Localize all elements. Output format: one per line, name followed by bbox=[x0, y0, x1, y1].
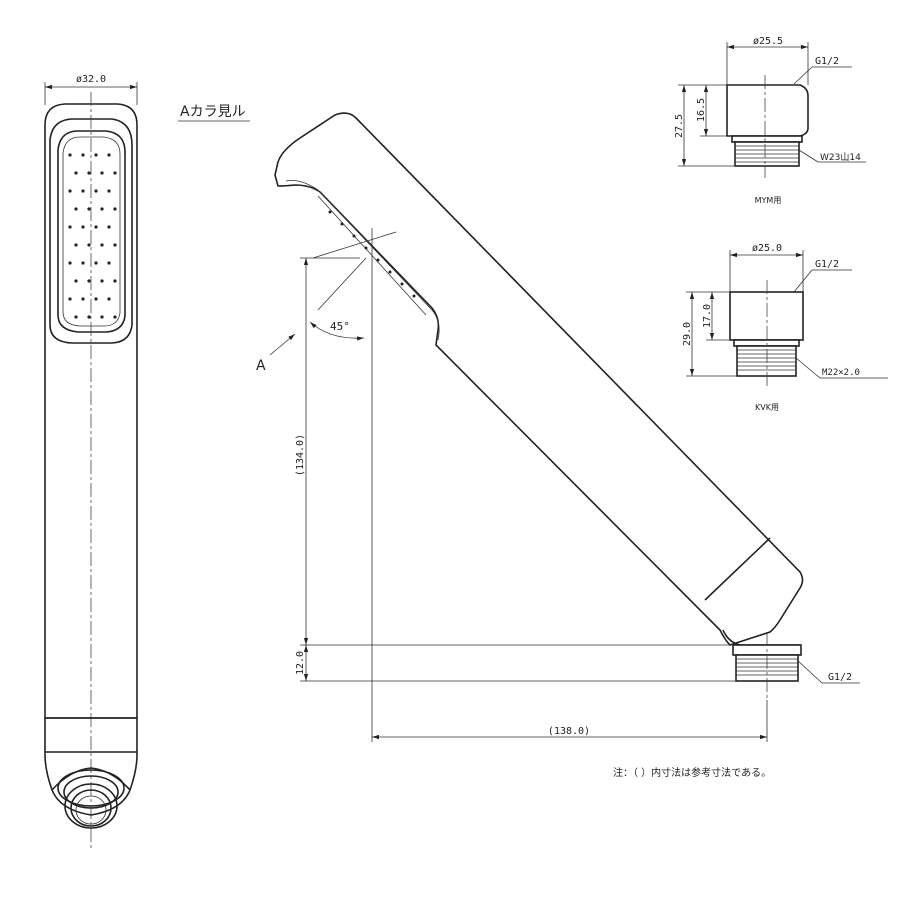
nozzle-dot bbox=[94, 225, 98, 229]
side-nozzle-dot bbox=[376, 258, 380, 262]
adapter-mym: ø25.5 27.5 16.5 G1/2 W23山14 MYM用 bbox=[674, 36, 866, 205]
nozzle-dot bbox=[68, 297, 72, 301]
side-nozzle-dot bbox=[388, 270, 392, 274]
nozzle-dot bbox=[81, 189, 85, 193]
nozzle-dot bbox=[81, 225, 85, 229]
nozzle-dot bbox=[74, 315, 78, 319]
nozzle-dot bbox=[74, 171, 78, 175]
nozzle-dot bbox=[81, 261, 85, 265]
nozzle-dot bbox=[113, 315, 117, 319]
front-width-dim: ø32.0 bbox=[76, 74, 106, 85]
side-nozzle-dot bbox=[400, 282, 404, 286]
kvk-body-height: 17.0 bbox=[702, 304, 713, 328]
length-dim: (138.0) bbox=[548, 726, 590, 737]
kvk-top-thread: G1/2 bbox=[815, 259, 839, 270]
nozzle-dot bbox=[74, 207, 78, 211]
nozzle-dot bbox=[87, 207, 91, 211]
nozzle-dot bbox=[87, 171, 91, 175]
angle-label: 45° bbox=[330, 320, 350, 333]
side-nozzle-dot bbox=[340, 222, 344, 226]
nozzle-dot bbox=[113, 207, 117, 211]
nozzle-dot bbox=[68, 153, 72, 157]
nozzle-dot bbox=[94, 297, 98, 301]
kvk-bottom-thread: M22×2.0 bbox=[822, 368, 860, 378]
nozzle-dot bbox=[81, 297, 85, 301]
nozzle-dot bbox=[100, 207, 104, 211]
nozzle-dot bbox=[100, 279, 104, 283]
view-a-label: Aカラ見ル bbox=[180, 104, 246, 120]
kvk-total-height: 29.0 bbox=[682, 322, 693, 346]
kvk-diameter: ø25.0 bbox=[752, 243, 782, 254]
nozzle-dot bbox=[100, 171, 104, 175]
nozzle-dot bbox=[94, 189, 98, 193]
nozzle-dot bbox=[94, 153, 98, 157]
kvk-caption: KVK用 bbox=[755, 403, 779, 412]
side-nozzle-dot bbox=[328, 210, 332, 214]
thread-height-dim: 12.0 bbox=[295, 651, 306, 675]
mym-bottom-thread: W23山14 bbox=[820, 152, 861, 163]
nozzle-dot bbox=[100, 243, 104, 247]
nozzle-dot bbox=[68, 261, 72, 265]
view-arrow-label: A bbox=[256, 358, 266, 374]
front-view: ø32.0 Aカラ見ル bbox=[44, 74, 250, 850]
side-nozzle-dot bbox=[352, 234, 356, 238]
nozzle-dot bbox=[87, 243, 91, 247]
reference-note: 注：（ ）内寸法は参考寸法である。 bbox=[613, 766, 771, 779]
side-thread-label: G1/2 bbox=[828, 672, 852, 683]
nozzle-dot bbox=[113, 171, 117, 175]
mym-body-height: 16.5 bbox=[696, 98, 707, 122]
nozzle-dot bbox=[113, 279, 117, 283]
side-nozzle-dot bbox=[412, 294, 416, 298]
spray-nozzles bbox=[68, 153, 117, 319]
nozzle-dot bbox=[94, 261, 98, 265]
height-dim: (134.0) bbox=[295, 434, 306, 476]
nozzle-dot bbox=[107, 225, 111, 229]
nozzle-dot bbox=[107, 189, 111, 193]
nozzle-dot bbox=[107, 297, 111, 301]
mym-total-height: 27.5 bbox=[674, 114, 685, 138]
nozzle-dot bbox=[87, 279, 91, 283]
nozzle-dot bbox=[68, 225, 72, 229]
nozzle-dot bbox=[68, 189, 72, 193]
side-nozzle-dot bbox=[364, 246, 368, 250]
adapter-kvk: ø25.0 29.0 17.0 G1/2 M22×2.0 KVK用 bbox=[682, 243, 888, 412]
nozzle-dot bbox=[107, 261, 111, 265]
nozzle-dot bbox=[100, 315, 104, 319]
side-view: 45° A (134.0) 12.0 (138.0) G1/2 bbox=[256, 112, 860, 742]
mym-caption: MYM用 bbox=[755, 196, 782, 205]
nozzle-dot bbox=[107, 153, 111, 157]
nozzle-dot bbox=[74, 243, 78, 247]
side-spray-nozzles bbox=[328, 210, 416, 298]
nozzle-dot bbox=[81, 153, 85, 157]
mym-diameter: ø25.5 bbox=[753, 36, 783, 47]
nozzle-dot bbox=[74, 279, 78, 283]
nozzle-dot bbox=[113, 243, 117, 247]
nozzle-dot bbox=[87, 315, 91, 319]
mym-top-thread: G1/2 bbox=[815, 56, 839, 67]
